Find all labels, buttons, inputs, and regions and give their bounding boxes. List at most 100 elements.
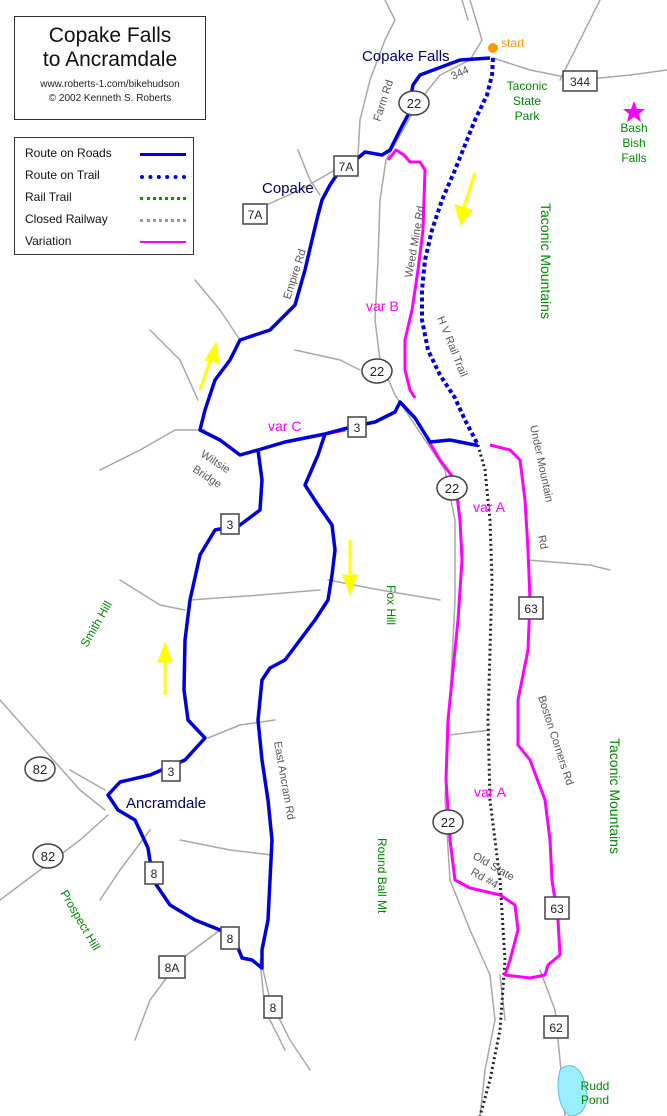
legend-label-roads: Route on Roads — [25, 146, 112, 160]
svg-text:8: 8 — [151, 867, 158, 881]
start-label: start — [501, 36, 525, 50]
shield-22-b: 22 — [361, 358, 393, 384]
title-line-1: Copake Falls — [48, 24, 172, 47]
var-c-label: var C — [268, 418, 301, 434]
title-box: Copake Falls to Ancramdale www.roberts-1… — [14, 16, 206, 120]
svg-text:63: 63 — [550, 902, 564, 916]
variation-a-west — [426, 439, 562, 980]
svg-text:8A: 8A — [165, 961, 180, 975]
var-a-label-1: var A — [473, 499, 506, 515]
shield-82-a: 82 — [24, 756, 56, 782]
svg-text:62: 62 — [549, 1021, 563, 1035]
svg-text:8: 8 — [227, 932, 234, 946]
road-smith-hill-2 — [189, 589, 321, 601]
shield-3-c: 3 — [161, 760, 181, 782]
road-labels: Farm Rd Weed Mine Rd Empire Rd H V Rail … — [190, 64, 575, 891]
shield-8a: 8A — [158, 955, 186, 979]
road-west-2 — [149, 329, 199, 401]
arrow-up-empire-icon — [198, 341, 220, 391]
bash-bish-1: Bash — [620, 121, 647, 135]
shield-344: 344 — [562, 70, 598, 92]
road-fox-hill — [327, 579, 441, 601]
road-route-7a-west — [254, 169, 336, 211]
shield-63-a: 63 — [518, 596, 544, 620]
svg-text:22: 22 — [445, 481, 459, 496]
shield-22-c: 22 — [436, 475, 468, 501]
fox-hill-label: Fox Hill — [384, 585, 398, 625]
copyright: © 2002 Kenneth S. Roberts — [48, 93, 172, 104]
svg-text:7A: 7A — [339, 160, 354, 174]
legend-swatch-trail — [140, 175, 186, 179]
svg-text:344: 344 — [570, 75, 590, 89]
svg-text:3: 3 — [227, 518, 234, 532]
shield-3-a: 3 — [347, 416, 367, 438]
state-route-shields: 22 22 22 22 82 82 — [24, 90, 468, 869]
legend-swatch-roads — [140, 153, 186, 156]
bash-bish-3: Falls — [621, 151, 646, 165]
shield-8-a: 8 — [144, 861, 164, 885]
shield-7a-b: 7A — [242, 203, 268, 225]
variation-labels: var A var A var B var C — [268, 298, 507, 800]
road-farm-rd — [357, 0, 396, 156]
rudd-pond-2: Pond — [581, 1093, 609, 1107]
shield-8-c: 8 — [263, 995, 283, 1019]
direction-arrows — [157, 172, 477, 695]
svg-text:22: 22 — [441, 815, 455, 830]
arrow-up-west-icon — [157, 641, 173, 695]
closed-railway — [476, 444, 507, 1116]
under-mountain-rd-label-1: Under Mountain — [527, 424, 555, 503]
legend-swatch-variation — [140, 241, 186, 243]
rudd-pond-1: Rudd — [581, 1079, 610, 1093]
road-smith-hill-3 — [99, 829, 151, 901]
main-route-trail — [420, 57, 495, 446]
svg-text:63: 63 — [524, 602, 538, 616]
legend-label-trail: Route on Trail — [25, 168, 100, 182]
road-route-82-upper — [69, 769, 106, 791]
road-boston-corners-north — [449, 729, 491, 736]
round-ball-mt-label: Round Ball Mt — [375, 838, 389, 914]
taconic-mountains-south: Taconic Mountains — [607, 738, 623, 854]
svg-text:3: 3 — [168, 765, 175, 779]
road-route-22-north — [374, 0, 496, 1116]
hv-rail-trail-label: H V Rail Trail — [434, 315, 469, 379]
town-ancramdale: Ancramdale — [126, 795, 206, 812]
svg-text:82: 82 — [33, 762, 47, 777]
weed-mine-rd-label: Weed Mine Rd — [403, 205, 427, 279]
main-route-roads — [198, 56, 491, 457]
road-south-22 — [499, 974, 506, 1021]
shield-8-b: 8 — [220, 926, 240, 950]
road-under-mountain-east — [527, 559, 611, 571]
shield-63-b: 63 — [544, 896, 570, 920]
road-north-wiltsie — [294, 349, 361, 371]
road-east-ancram-cross — [179, 839, 273, 856]
bash-bish-2: Bish — [622, 136, 645, 150]
var-a-label-2: var A — [474, 784, 507, 800]
shield-22-a: 22 — [398, 90, 430, 116]
road-west-empire — [194, 279, 241, 341]
bash-bish-star-icon — [623, 101, 645, 122]
legend: Route on Roads Route on Trail Rail Trail… — [14, 137, 194, 255]
svg-text:8: 8 — [270, 1001, 277, 1015]
arrow-down-east-icon — [342, 540, 358, 597]
smith-hill-label: Smith Hill — [77, 599, 114, 650]
svg-text:22: 22 — [370, 364, 384, 379]
legend-swatch-rail-trail — [140, 197, 186, 200]
svg-text:3: 3 — [354, 421, 361, 435]
boston-corners-rd-label: Boston Corners Rd — [535, 694, 575, 787]
park-labels: Taconic State Park Bash Bish Falls Rudd … — [507, 79, 648, 1107]
farm-rd-label: Farm Rd — [371, 79, 396, 123]
east-ancram-rd-label: East Ancram Rd — [271, 740, 297, 820]
var-b-label: var B — [366, 298, 399, 314]
shield-3-b: 3 — [220, 513, 240, 535]
under-mountain-rd-label-2: Rd — [535, 534, 550, 550]
legend-label-rail-trail: Rail Trail — [25, 190, 72, 204]
shield-22-d: 22 — [432, 809, 464, 835]
shield-7a-a: 7A — [333, 155, 359, 177]
town-copake: Copake — [262, 180, 314, 197]
svg-text:7A: 7A — [248, 208, 263, 222]
start-marker — [488, 43, 498, 53]
town-copake-falls: Copake Falls — [362, 48, 450, 65]
taconic-mountains-north: Taconic Mountains — [538, 203, 554, 319]
title-line-2: to Ancramdale — [42, 48, 178, 71]
